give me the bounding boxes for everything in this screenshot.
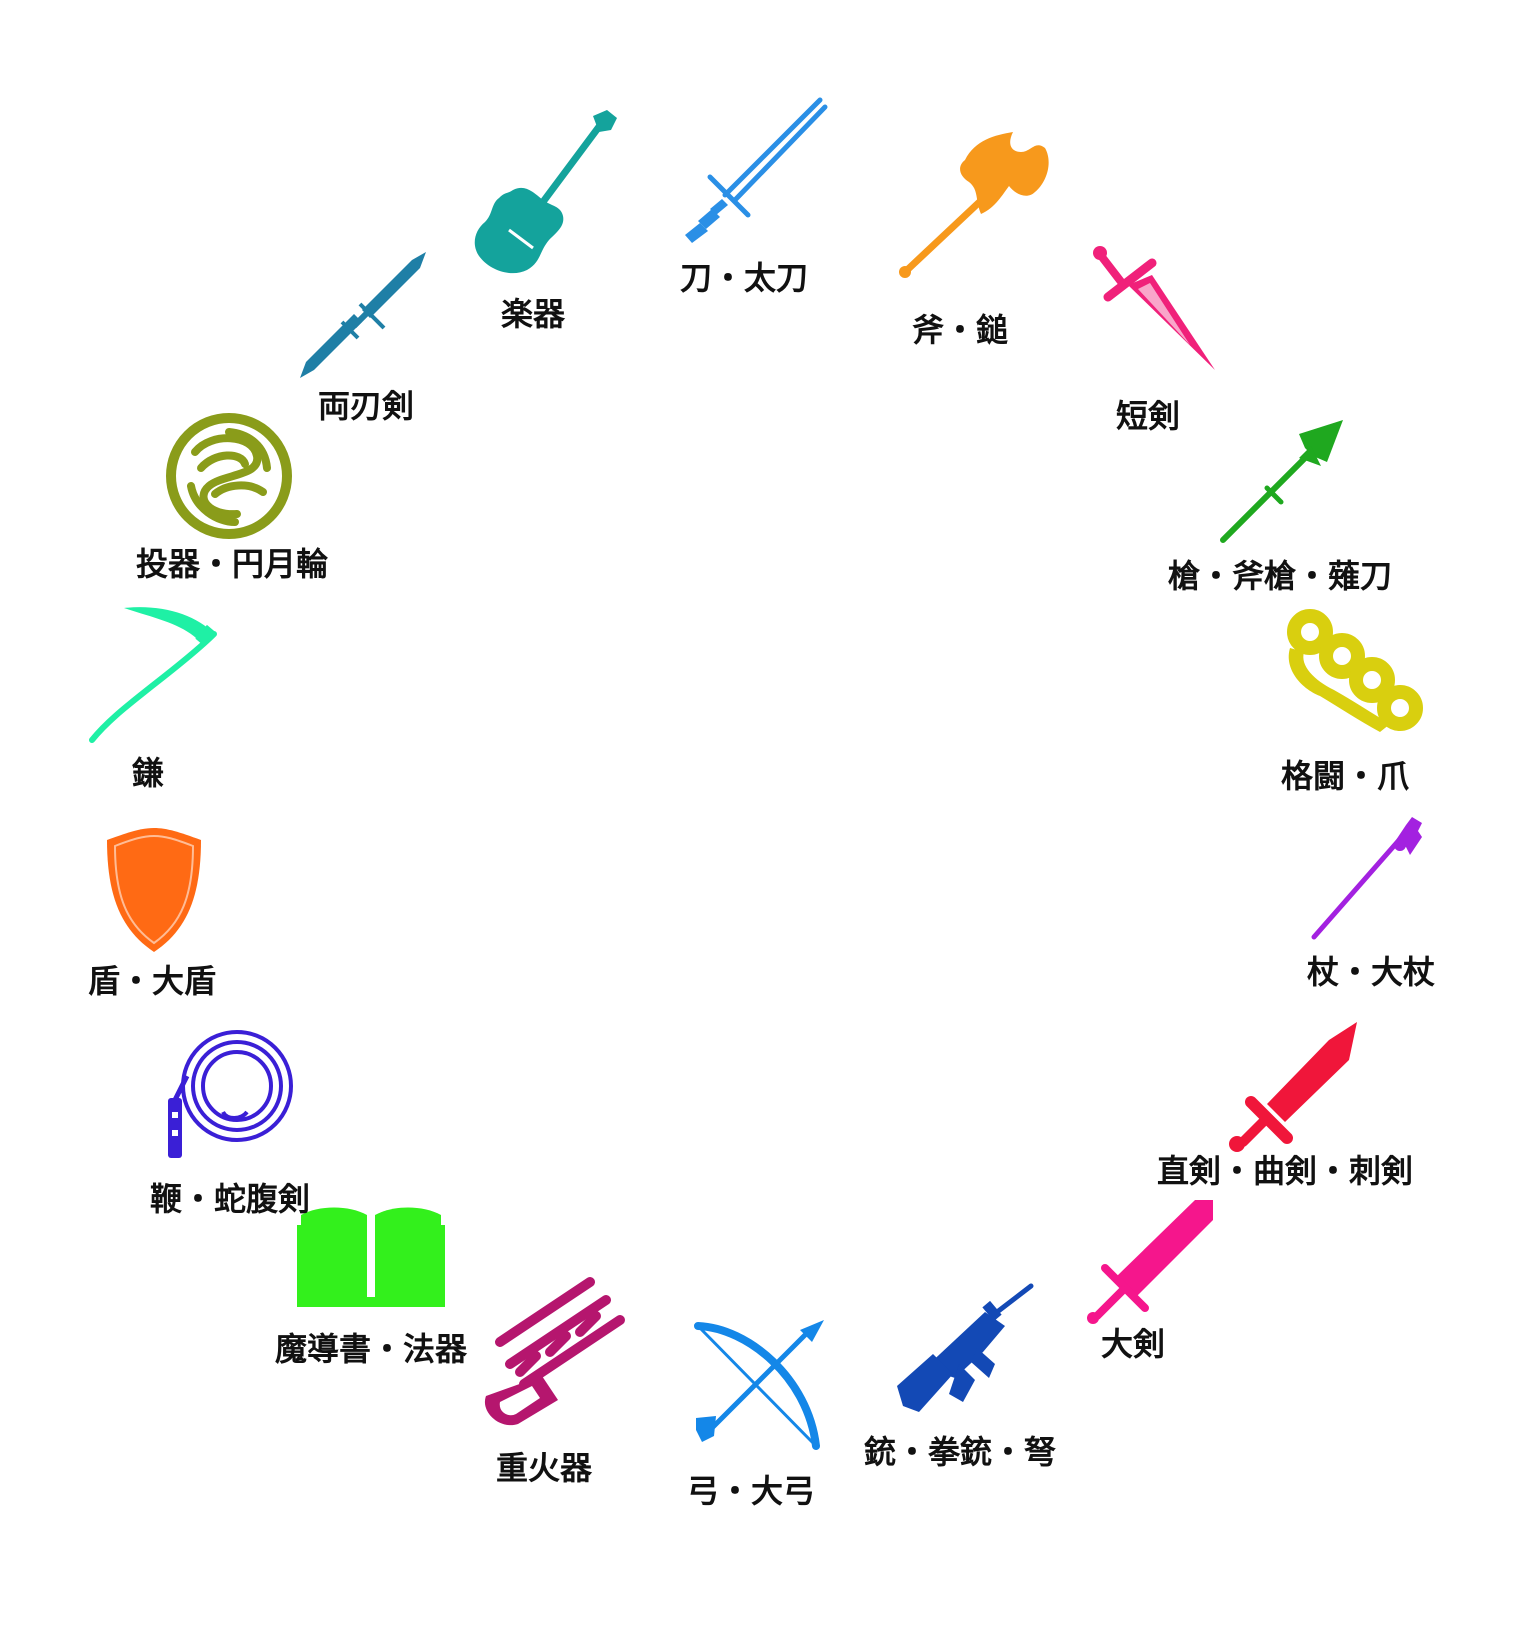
weapon-label: 鎌 <box>131 754 165 792</box>
dagger-icon <box>1093 246 1215 370</box>
rifle-icon <box>897 1283 1034 1412</box>
weapon-label: 直剣・曲剣・刺剣 <box>1156 1152 1414 1190</box>
battle-axe-icon <box>899 132 1049 278</box>
scythe-icon <box>89 607 217 743</box>
weapon-label: 鞭・蛇腹剣 <box>149 1180 311 1218</box>
sword-icon <box>1229 1022 1357 1152</box>
weapon-label: 楽器 <box>500 295 566 333</box>
weapon-label: 杖・大杖 <box>1306 953 1436 991</box>
whip-icon <box>168 1030 293 1158</box>
book-icon <box>297 1207 445 1307</box>
weapon-label: 斧・鎚 <box>911 311 1009 349</box>
weapon-label: 重火器 <box>495 1449 593 1487</box>
heavy-weapon-icon <box>484 1277 625 1426</box>
weapon-label: 短剣 <box>1115 397 1181 435</box>
brass-knuckles-icon <box>1287 609 1423 732</box>
guitar-icon <box>474 110 617 274</box>
katana-icon <box>685 97 828 243</box>
greatsword-icon <box>1087 1200 1213 1324</box>
weapon-label: 大剣 <box>1100 1325 1166 1363</box>
weapon-label: 盾・大盾 <box>87 962 217 1000</box>
weapon-label: 弓・大弓 <box>686 1472 816 1510</box>
twin-blade-icon <box>300 252 426 378</box>
staff-icon <box>1311 817 1422 940</box>
chakram-icon <box>166 413 292 539</box>
spear-icon <box>1220 420 1343 543</box>
weapon-label: 刀・太刀 <box>679 259 809 297</box>
shield-icon <box>107 828 201 952</box>
bow-icon <box>694 1320 824 1450</box>
weapon-label: 槍・斧槍・薙刀 <box>1167 557 1393 595</box>
weapon-label: 魔導書・法器 <box>274 1330 468 1368</box>
weapon-label: 投器・円月輪 <box>135 545 329 583</box>
weapon-label: 銃・拳銃・弩 <box>863 1433 1057 1471</box>
weapon-label: 両刃剣 <box>317 387 415 425</box>
weapon-label: 格闘・爪 <box>1280 757 1410 795</box>
